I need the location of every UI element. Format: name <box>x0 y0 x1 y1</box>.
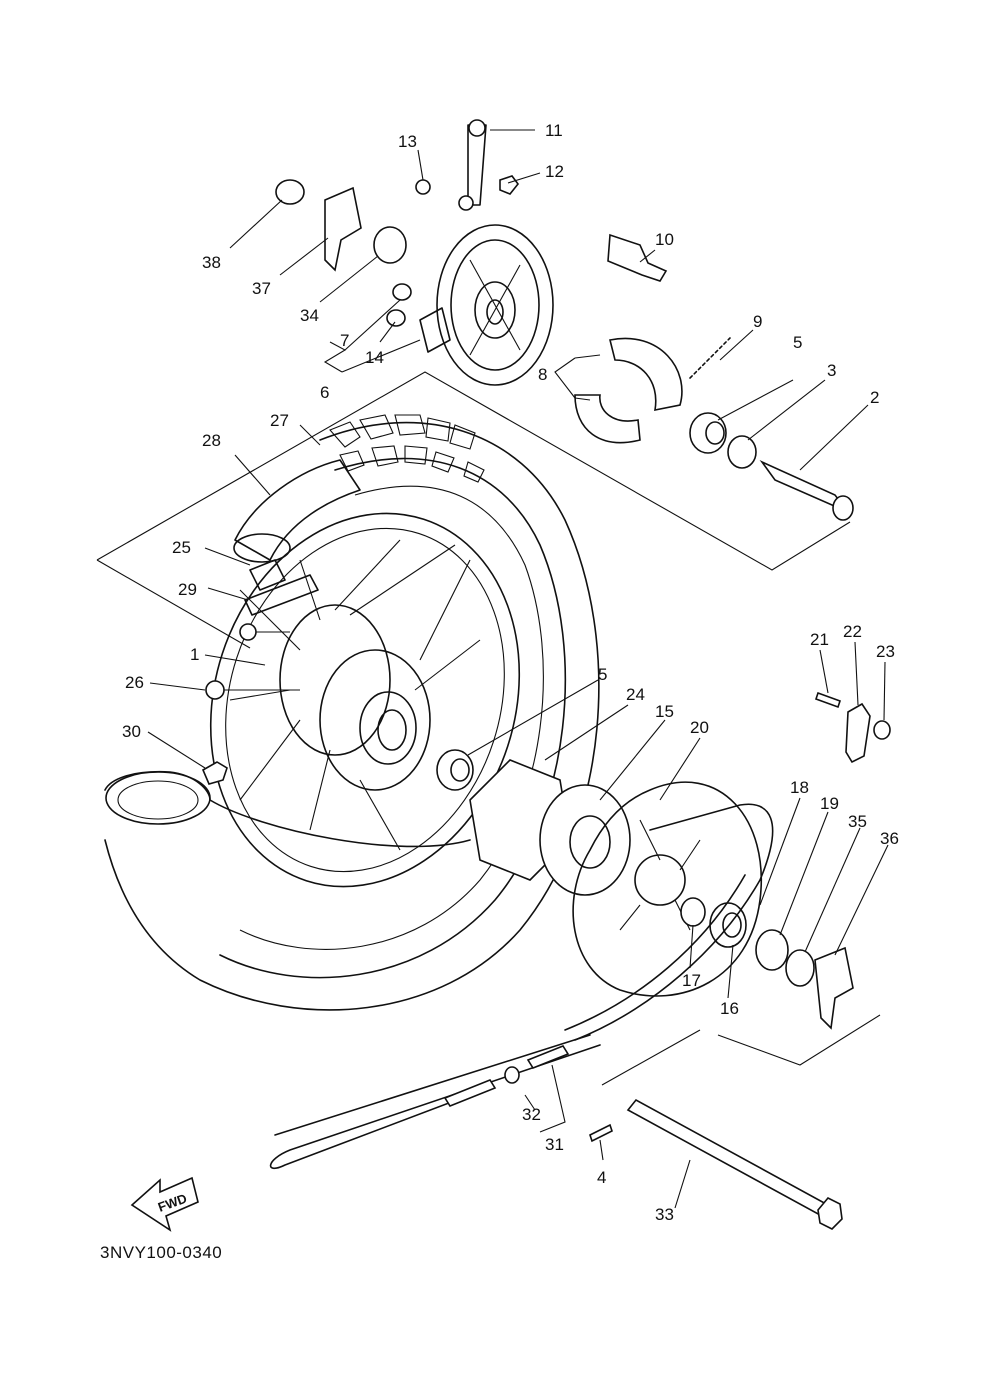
callout-27: 27 <box>270 411 289 430</box>
callout-26: 26 <box>125 673 144 692</box>
axle-nut-and-adjuster <box>275 179 412 327</box>
callout-labels: 1 2 3 4 5 5 6 7 8 9 10 11 12 13 14 15 16… <box>122 121 899 1224</box>
callout-31: 31 <box>545 1135 564 1154</box>
callout-5-upper: 5 <box>793 333 802 352</box>
callout-36: 36 <box>880 829 899 848</box>
callout-10: 10 <box>655 230 674 249</box>
callout-14: 14 <box>365 348 384 367</box>
callout-34: 34 <box>300 306 319 325</box>
callout-9: 9 <box>753 312 762 331</box>
callout-15: 15 <box>655 702 674 721</box>
rear-tire <box>104 414 600 1011</box>
hub-bearings-and-spacer <box>436 412 854 791</box>
callout-1: 1 <box>190 645 199 664</box>
callout-33: 33 <box>655 1205 674 1224</box>
callout-35: 35 <box>848 812 867 831</box>
callout-13: 13 <box>398 132 417 151</box>
sprocket-and-clutch-hub <box>469 759 762 997</box>
drawing-code: 3NVY100-0340 <box>100 1243 222 1262</box>
callout-17: 17 <box>682 971 701 990</box>
callout-37: 37 <box>252 279 271 298</box>
wheel-rim <box>209 512 521 888</box>
forward-direction-arrow: FWD <box>130 1176 199 1232</box>
callout-32: 32 <box>522 1105 541 1124</box>
callout-6: 6 <box>320 383 329 402</box>
callout-12: 12 <box>545 162 564 181</box>
callout-21: 21 <box>810 630 829 649</box>
callout-25: 25 <box>172 538 191 557</box>
callout-29: 29 <box>178 580 197 599</box>
brake-shoes <box>574 233 731 444</box>
brake-assembly-bracket <box>96 371 851 649</box>
callout-20: 20 <box>690 718 709 737</box>
callout-22: 22 <box>843 622 862 641</box>
callout-5-lower: 5 <box>598 665 607 684</box>
callout-4: 4 <box>597 1168 606 1187</box>
callout-18: 18 <box>790 778 809 797</box>
leader-lines <box>147 129 889 1209</box>
callout-2: 2 <box>870 388 879 407</box>
callout-30: 30 <box>122 722 141 741</box>
camshaft-lever <box>415 119 520 211</box>
wheel-fasteners <box>201 623 300 785</box>
callout-28: 28 <box>202 431 221 450</box>
drive-chain <box>269 803 774 1170</box>
callout-38: 38 <box>202 253 221 272</box>
callout-16: 16 <box>720 999 739 1018</box>
axle-and-cotter-pin <box>589 1029 843 1230</box>
callout-8: 8 <box>538 365 547 384</box>
callout-3: 3 <box>827 361 836 380</box>
callout-11: 11 <box>545 121 563 140</box>
callout-23: 23 <box>876 642 895 661</box>
callout-7: 7 <box>340 331 349 350</box>
chain-puller <box>814 691 891 764</box>
brake-shoe-plate <box>419 224 554 386</box>
tube-and-rim-band <box>233 459 361 616</box>
callout-24: 24 <box>626 685 645 704</box>
callout-19: 19 <box>820 794 839 813</box>
